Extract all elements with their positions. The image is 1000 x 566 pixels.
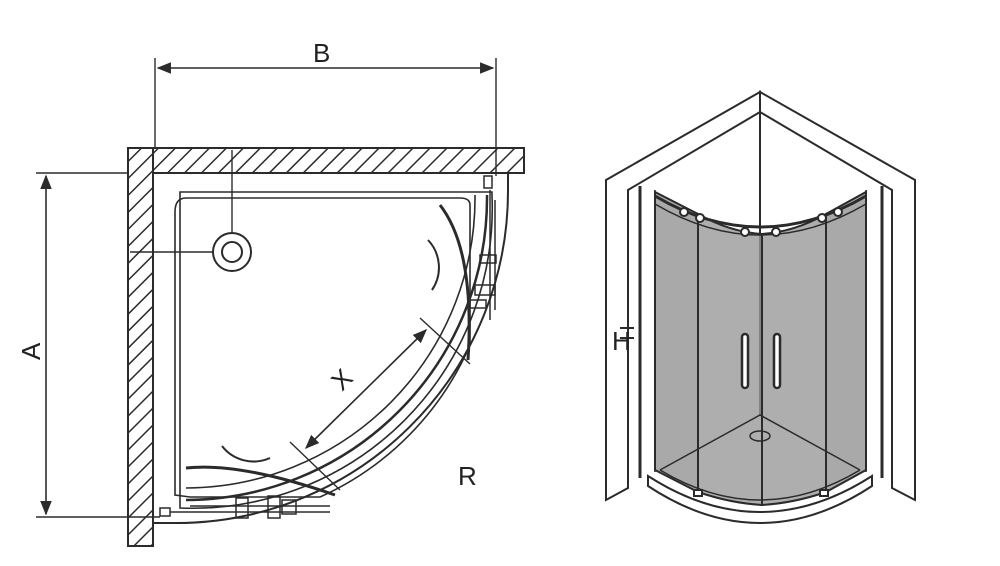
roller-1 <box>679 207 689 217</box>
swing-arc-left <box>221 445 271 463</box>
handle-left <box>740 332 750 390</box>
plan-view <box>36 58 525 547</box>
tray-outline <box>152 172 510 525</box>
drain-outer <box>212 232 252 272</box>
tray-base-3d <box>647 474 873 524</box>
drain-inner <box>221 241 243 263</box>
sliding-door-left <box>185 465 336 497</box>
label-r: R <box>458 461 477 491</box>
tray-drain-3d <box>749 430 771 442</box>
label-h: H <box>612 326 631 356</box>
hardware-bottom <box>159 495 330 519</box>
glass-fixed-left <box>654 190 699 494</box>
label-b: B <box>313 38 330 68</box>
tray-basin <box>174 197 471 498</box>
label-a: A <box>16 342 46 360</box>
roller-4 <box>771 227 781 237</box>
glass-fixed-right <box>825 190 867 494</box>
glass-curve-inner <box>185 194 476 489</box>
swing-arc-right <box>427 239 440 291</box>
roller-5 <box>817 213 827 223</box>
roller-2 <box>695 213 705 223</box>
top-wall <box>127 147 525 174</box>
hardware-right <box>469 175 497 320</box>
roller-3 <box>740 227 750 237</box>
glass-door-right <box>761 212 827 507</box>
glass-door-left <box>697 212 763 507</box>
label-x: X <box>325 363 358 396</box>
dim-x-ext-top <box>419 317 471 365</box>
sliding-door-right <box>438 204 471 361</box>
roller-6 <box>833 207 843 217</box>
dim-x-line <box>304 328 428 450</box>
handle-right <box>772 332 782 390</box>
dim-x-ext-bottom <box>289 441 341 491</box>
left-wall <box>127 147 154 547</box>
tray-floor <box>659 414 861 471</box>
perspective-view <box>605 90 916 524</box>
